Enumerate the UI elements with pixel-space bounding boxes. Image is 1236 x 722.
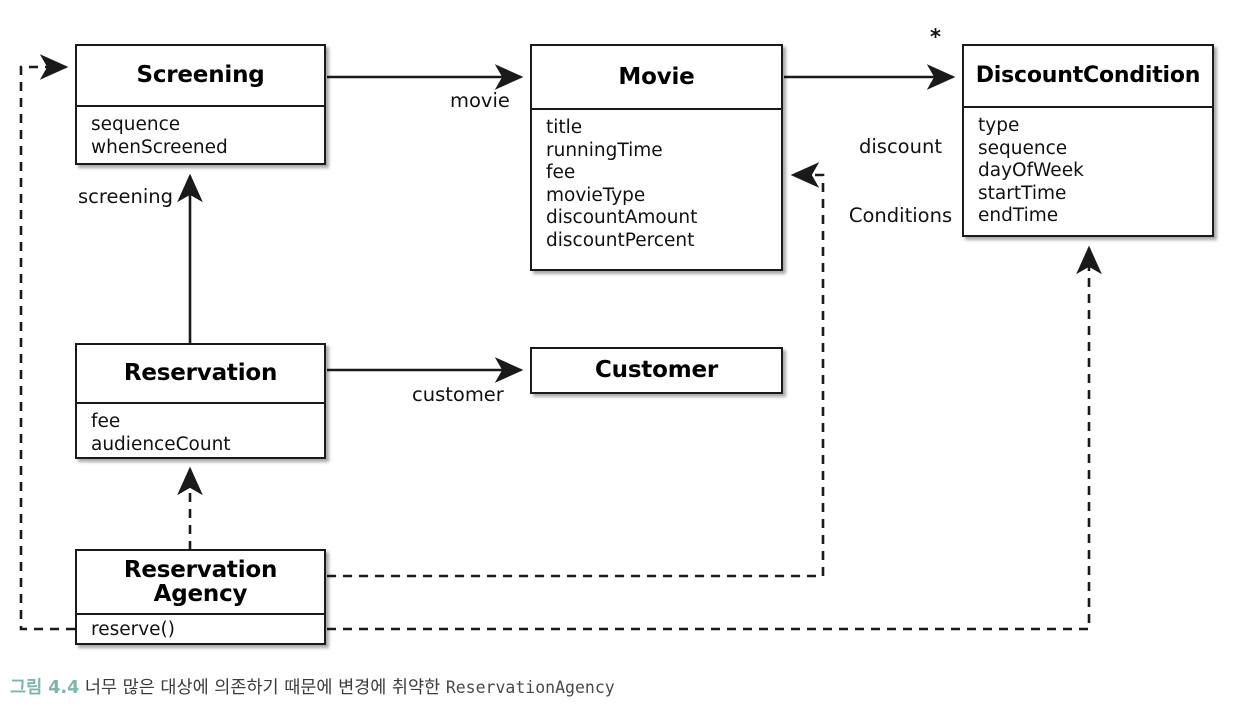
edge-multiplicity-discountconditions: * — [930, 25, 941, 49]
attribute-item: sequence — [978, 137, 1068, 159]
attribute-item: fee — [91, 411, 121, 432]
attribute-item: dayOfWeek — [978, 160, 1084, 182]
edge-agency-discountcondition — [327, 245, 1102, 631]
attribute-item: discountPercent — [546, 229, 695, 251]
attribute-item: audienceCount — [91, 433, 231, 455]
edge-label-line2: Conditions — [848, 204, 953, 227]
class-attributes-discountcondition: type sequence dayOfWeek startTime endTim… — [964, 108, 1212, 228]
class-title-discountcondition: DiscountCondition — [975, 63, 1201, 89]
class-divider-reservation — [77, 402, 324, 404]
attribute-item: title — [546, 117, 583, 138]
figure-caption: 그림 4.4 너무 많은 대상에 의존하기 때문에 변경에 취약한 Reserv… — [10, 674, 615, 699]
edge-label-discountconditions: discount Conditions — [843, 89, 958, 273]
attribute-item: whenScreened — [91, 136, 228, 158]
class-divider-movie — [532, 108, 781, 110]
class-title-screening: Screening — [136, 62, 265, 89]
class-title-customer: Customer — [594, 357, 719, 384]
attribute-item: movieType — [546, 184, 646, 206]
edge-label-movie: movie — [450, 89, 510, 112]
class-title-reservation: Reservation — [123, 360, 278, 387]
class-title-line2: Agency — [153, 581, 248, 607]
edge-label-customer: customer — [412, 383, 504, 406]
class-title-movie: Movie — [618, 63, 695, 90]
edge-agency-screening — [19, 54, 75, 631]
attribute-item: runningTime — [546, 139, 663, 161]
operation-item: reserve() — [91, 619, 175, 640]
class-title-reservationagency: Reservation Agency — [77, 551, 324, 613]
class-operations-reservationagency: reserve() — [77, 615, 324, 642]
figure-caption-text: 너무 많은 대상에 의존하기 때문에 변경에 취약한 — [79, 678, 446, 698]
class-divider-reservationagency — [77, 613, 324, 615]
edge-label-line1: discount — [859, 135, 942, 158]
figure-number: 그림 4.4 — [10, 678, 80, 698]
class-box-discountcondition[interactable]: DiscountCondition type sequence dayOfWee… — [962, 44, 1214, 237]
class-box-reservationagency[interactable]: Reservation Agency reserve() — [75, 549, 326, 645]
edge-label-screening: screening — [78, 185, 173, 208]
figure-caption-subject: ReservationAgency — [445, 678, 615, 697]
attribute-item: sequence — [91, 114, 181, 135]
class-box-customer[interactable]: Customer — [530, 347, 783, 394]
class-box-reservation[interactable]: Reservation fee audienceCount — [75, 343, 326, 459]
class-title-line1: Reservation — [123, 556, 278, 583]
attribute-item: type — [978, 115, 1020, 136]
class-box-screening[interactable]: Screening sequence whenScreened — [75, 44, 326, 165]
class-attributes-movie: title runningTime fee movieType discount… — [532, 110, 781, 253]
attribute-item: discountAmount — [546, 207, 698, 229]
class-box-movie[interactable]: Movie title runningTime fee movieType di… — [530, 44, 783, 271]
class-divider-screening — [77, 105, 324, 107]
attribute-item: startTime — [978, 182, 1067, 204]
class-attributes-screening: sequence whenScreened — [77, 107, 324, 159]
attribute-item: endTime — [978, 205, 1059, 227]
class-divider-discountcondition — [964, 106, 1212, 108]
class-attributes-reservation: fee audienceCount — [77, 404, 324, 456]
attribute-item: fee — [546, 162, 576, 184]
